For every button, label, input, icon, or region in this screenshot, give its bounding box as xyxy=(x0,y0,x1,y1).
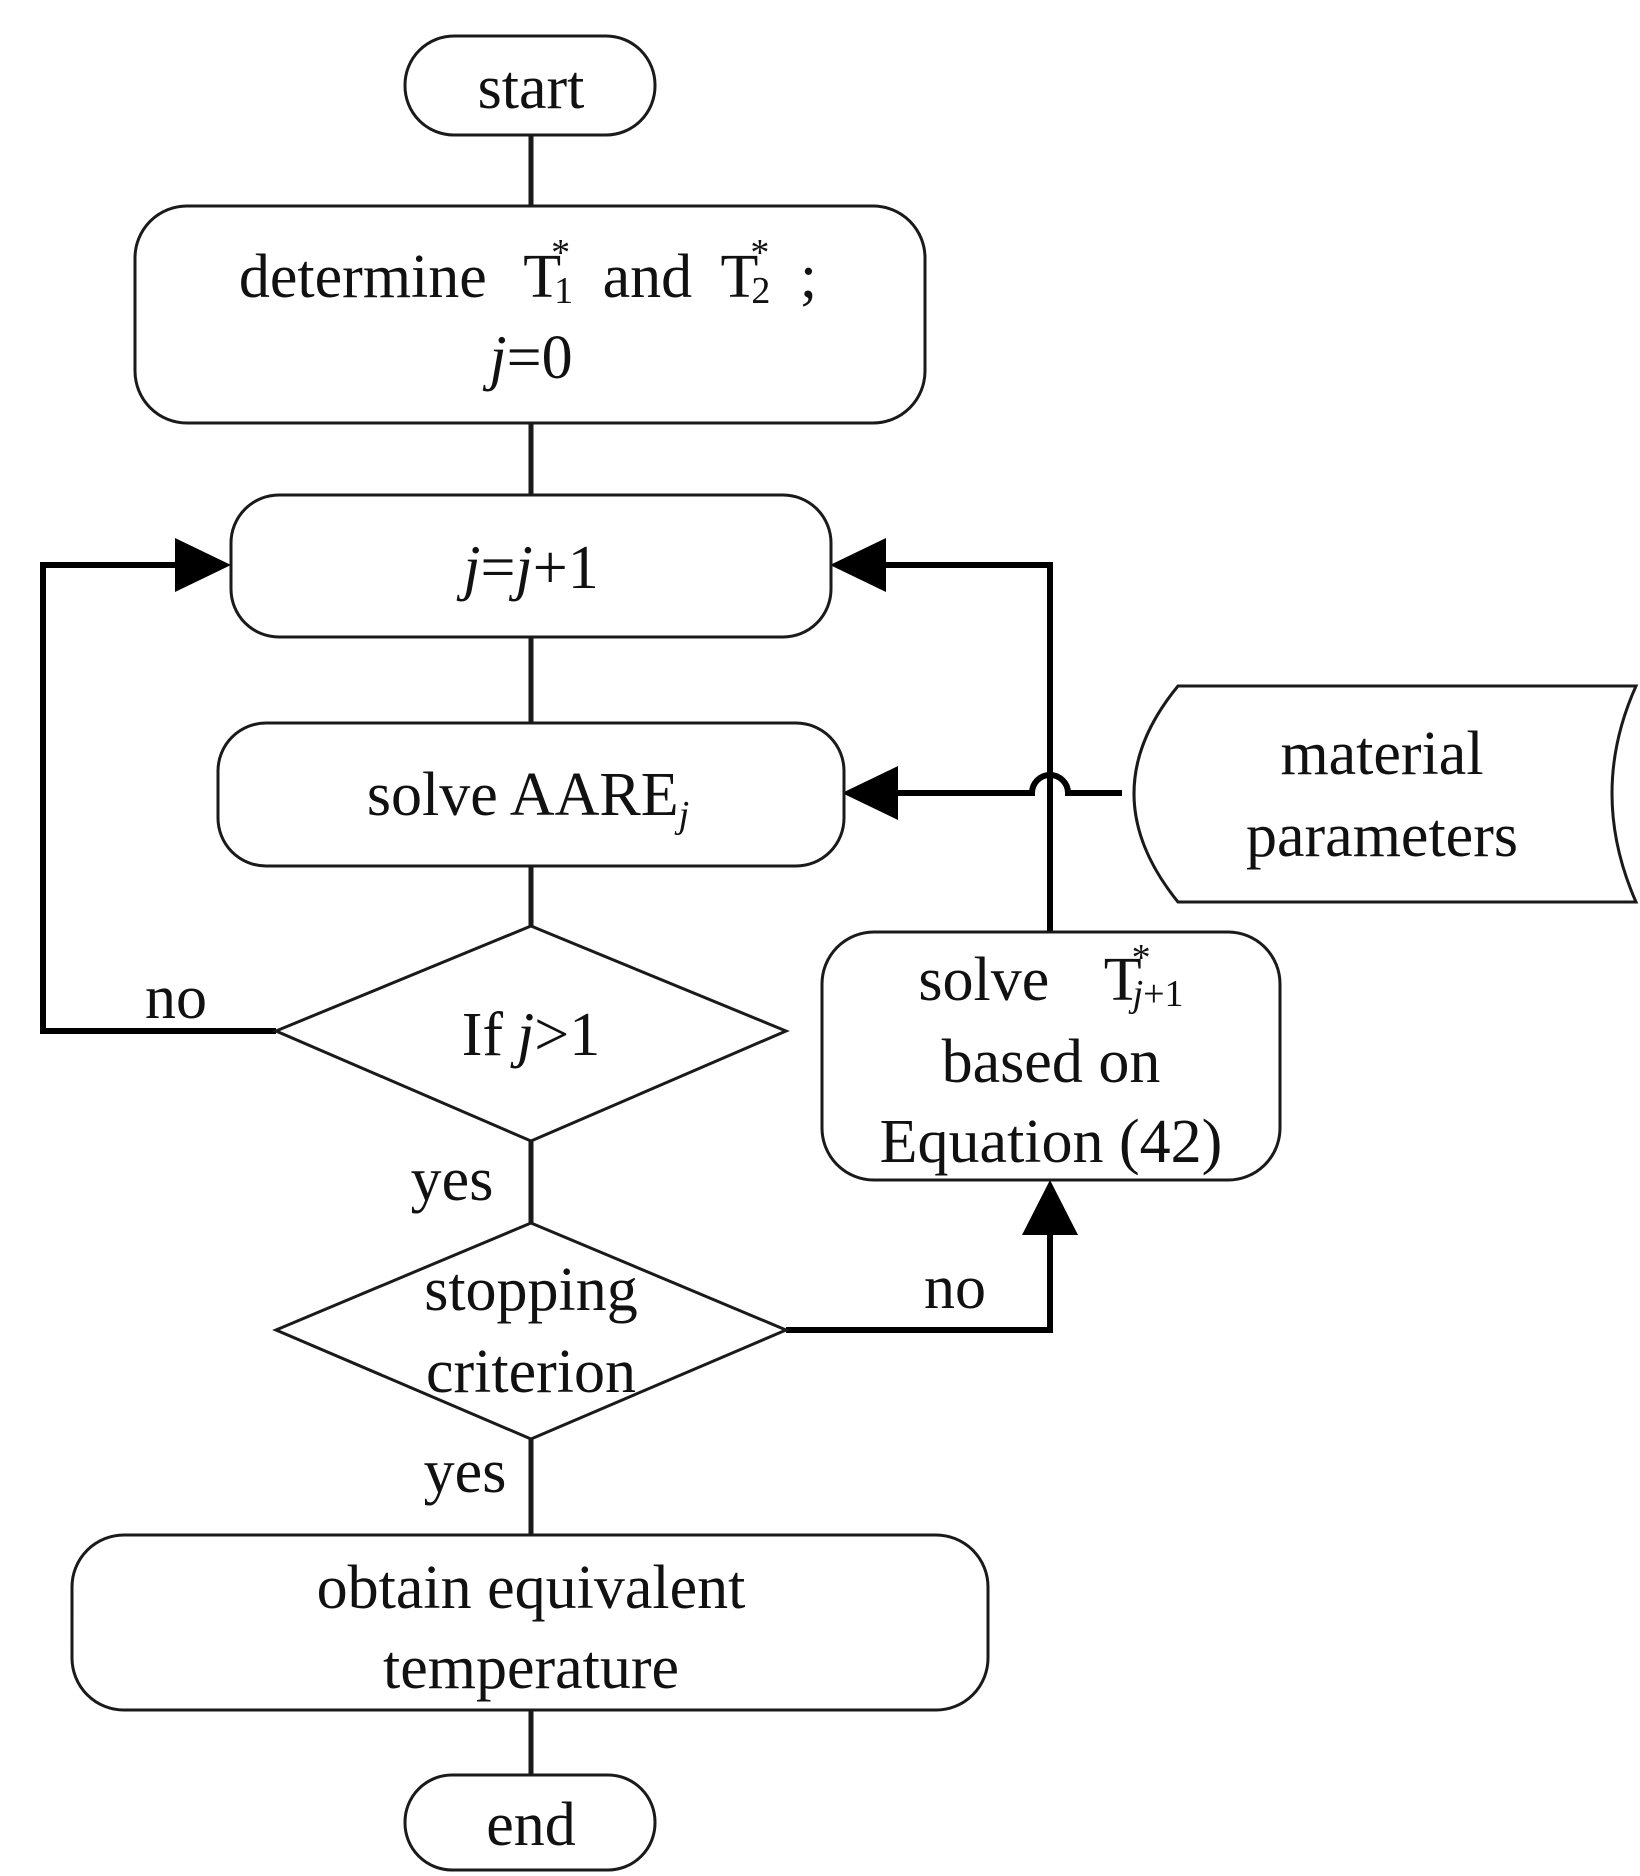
no-label-left: no xyxy=(145,964,207,1032)
init-eq0: =0 xyxy=(507,324,573,392)
material-line1: material xyxy=(1280,720,1483,788)
stopping-line2: criterion xyxy=(426,1338,636,1406)
decision-stopping-criterion: stopping criterion xyxy=(272,1221,790,1441)
solve-t-solve: solve xyxy=(918,946,1049,1014)
obtain-box: obtain equivalent temperature xyxy=(70,1533,990,1712)
init-t2-sub: 2 xyxy=(751,270,770,312)
loop-no-right-arrow xyxy=(786,1180,1078,1333)
material-parameters-store: material parameters xyxy=(1132,684,1639,904)
init-t2: T xyxy=(720,243,758,311)
end-terminal: end xyxy=(403,1773,657,1872)
end-label: end xyxy=(486,1791,576,1859)
solve-aare-box: solve AAREj xyxy=(216,721,846,868)
solve-t-t: T xyxy=(1104,946,1142,1014)
yes-label-2: yes xyxy=(424,1438,507,1506)
solve-t-line1: solve T*j+1 xyxy=(918,937,1183,1015)
yes-label-1: yes xyxy=(411,1146,494,1214)
init-semicolon: ; xyxy=(800,243,817,311)
obtain-line2: temperature xyxy=(383,1634,679,1702)
init-box: determine T*1 and T*2 ; j=0 xyxy=(133,204,927,425)
obtain-line1: obtain equivalent xyxy=(317,1554,746,1622)
init-t1-star: * xyxy=(551,232,570,274)
init-determine: determine xyxy=(239,243,487,311)
solve-t-star: * xyxy=(1132,937,1151,979)
init-line1: determine T*1 and T*2 ; xyxy=(239,232,817,317)
init-t1-sub: 1 xyxy=(554,270,573,312)
no-label-right: no xyxy=(924,1254,986,1322)
start-label: start xyxy=(478,54,585,122)
loop-no-left-arrow xyxy=(40,538,276,1034)
start-terminal: start xyxy=(403,34,657,137)
loop-update-arrow xyxy=(830,538,1053,932)
solve-t-line3: Equation (42) xyxy=(880,1108,1223,1176)
increment-label: j=j+1 xyxy=(456,534,598,602)
stopping-line1: stopping xyxy=(424,1256,638,1324)
material-input-arrow xyxy=(842,766,1122,820)
material-line2: parameters xyxy=(1246,802,1518,870)
init-and: and xyxy=(603,243,693,311)
solve-t-sub-plus1: +1 xyxy=(1143,973,1183,1015)
init-t2-star: * xyxy=(750,232,769,274)
solve-t-line2: based on xyxy=(942,1028,1161,1096)
increment-box: j=j+1 xyxy=(229,493,833,639)
init-t1: T xyxy=(523,243,561,311)
solve-aare-label: solve AAREj xyxy=(367,761,689,836)
solve-t-box: solve T*j+1 based on Equation (42) xyxy=(820,930,1282,1182)
init-line2: j=0 xyxy=(482,324,572,392)
